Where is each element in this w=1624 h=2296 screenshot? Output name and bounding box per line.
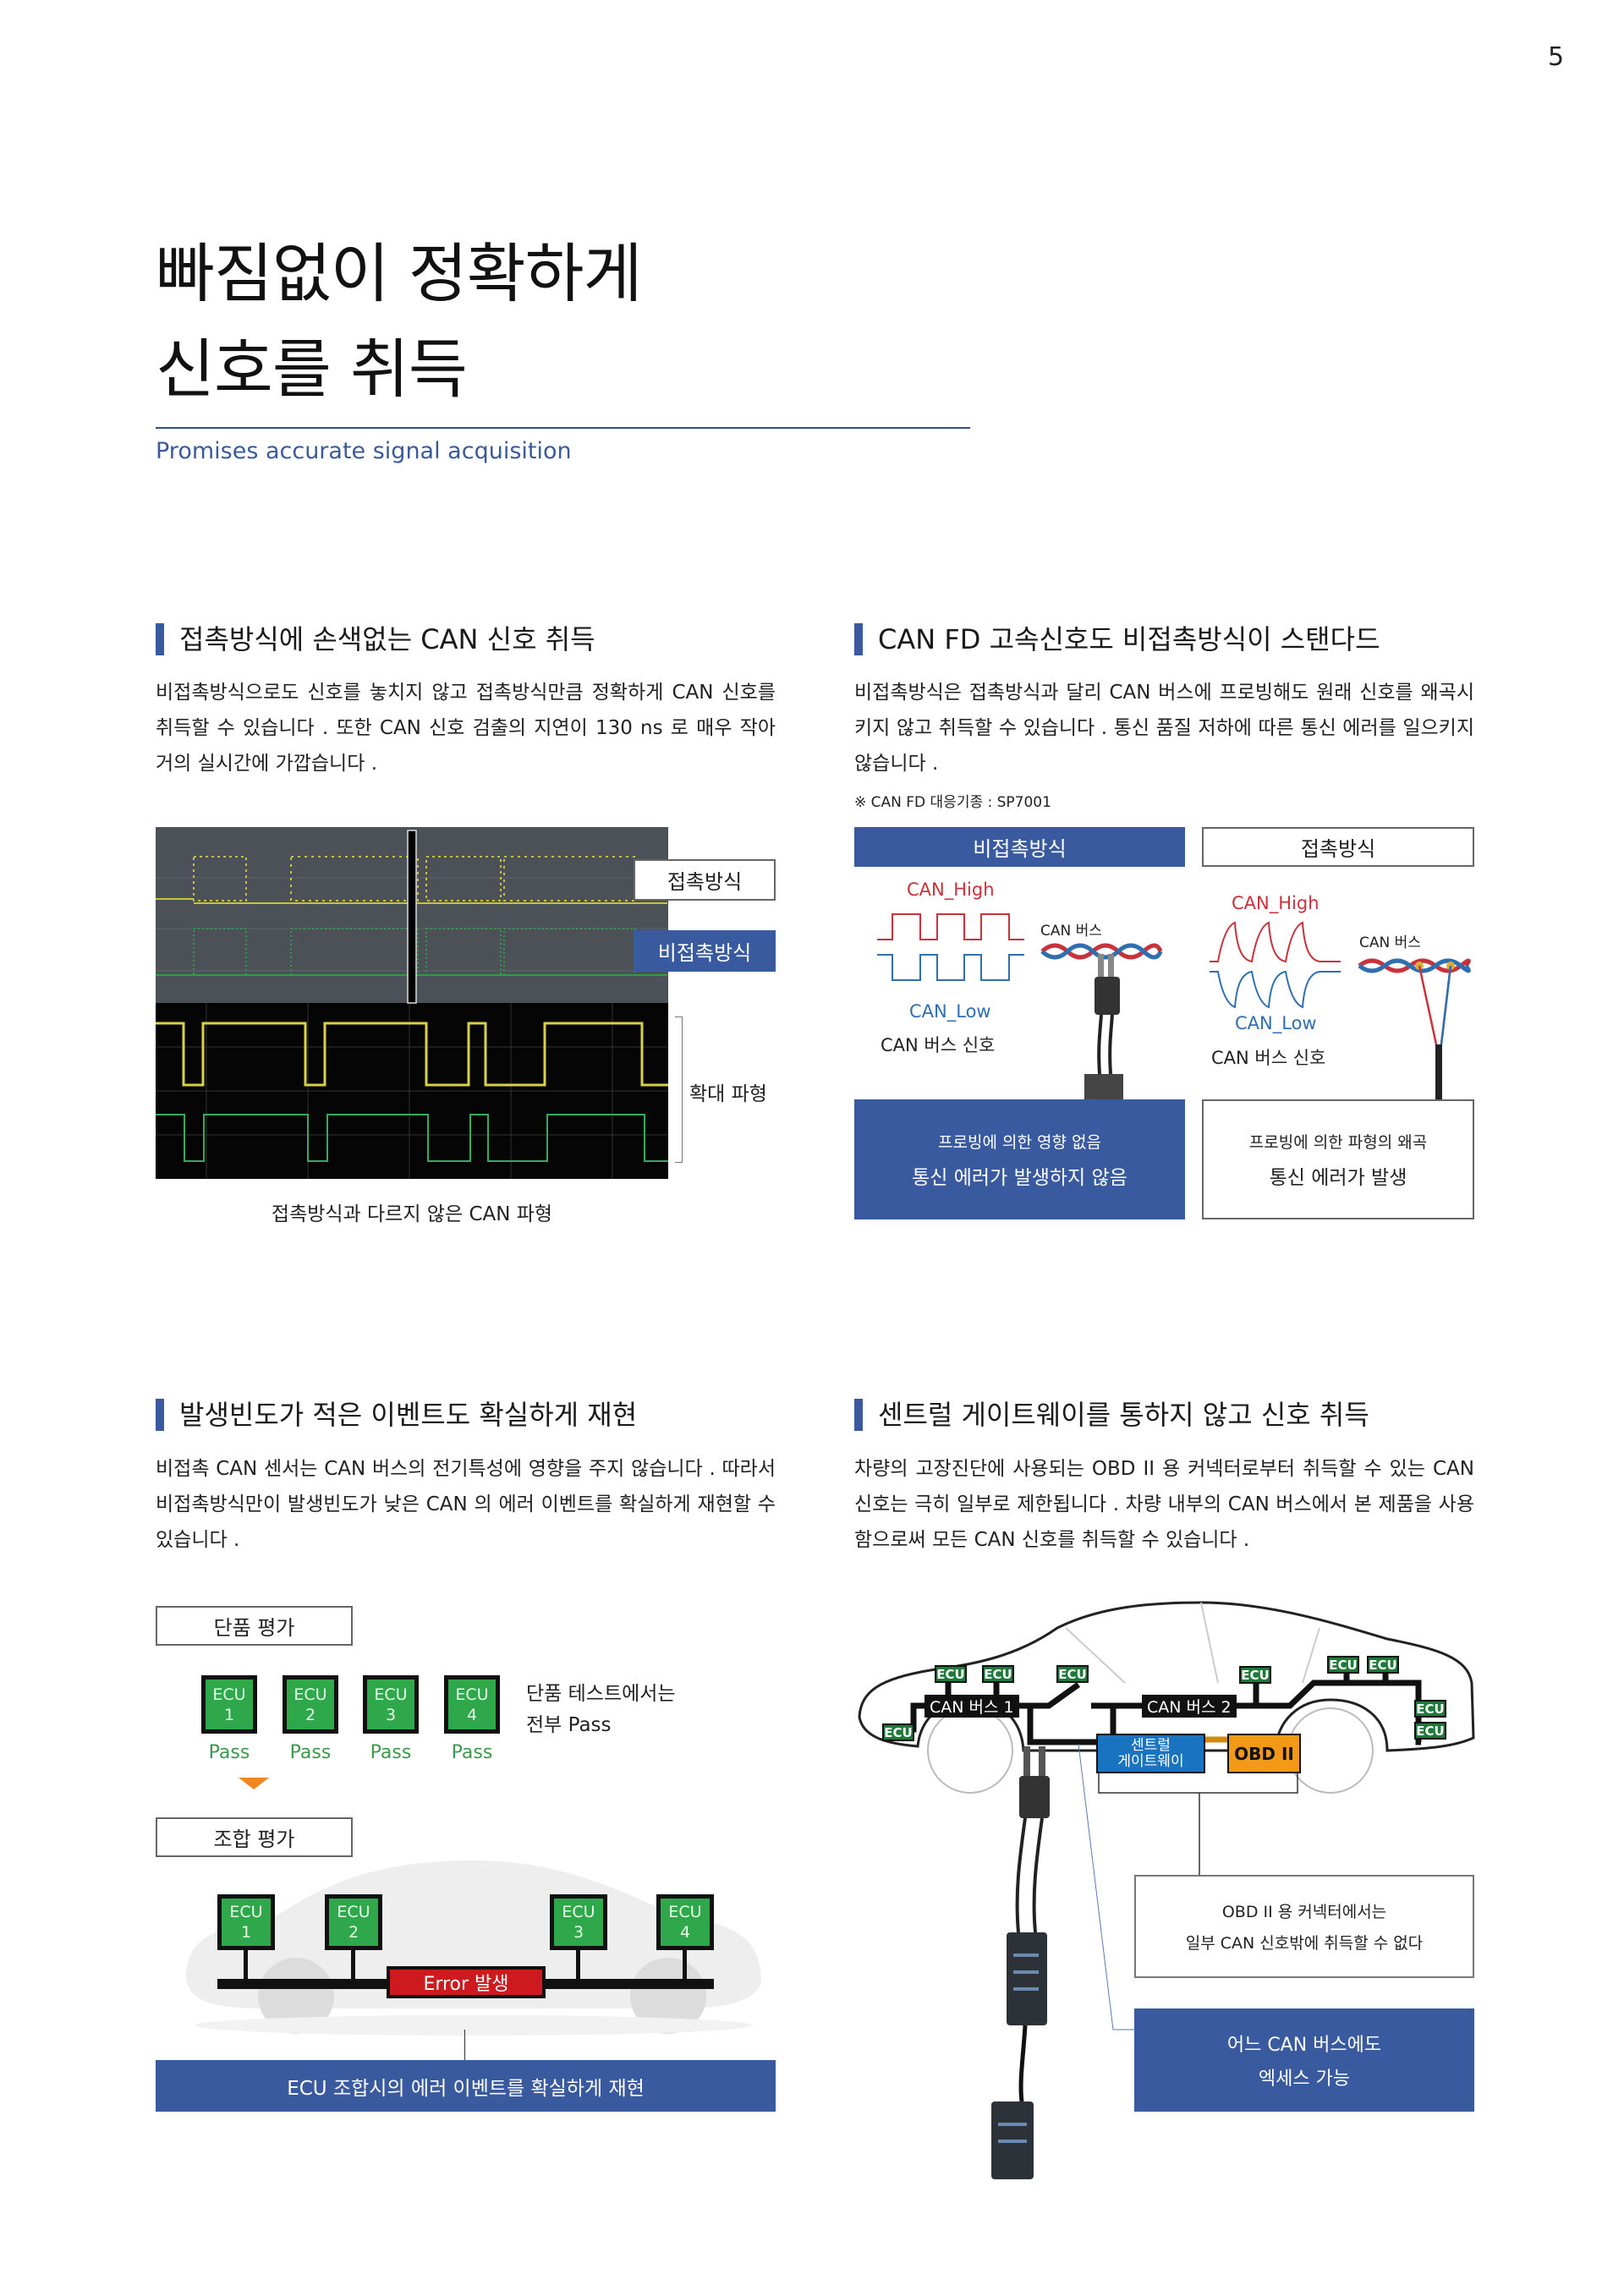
probing-comparison-diagram [877, 913, 1471, 1099]
contact-bus-label: CAN 버스 [1359, 934, 1421, 951]
label-zoomed-waveform: 확대 파형 [689, 1083, 767, 1105]
noncontact-result-box: 프로빙에 의한 영향 없음 통신 에러가 발생하지 않음 [854, 1099, 1185, 1219]
ecu-badge: ECU [1327, 1656, 1359, 1674]
page-subtitle: Promises accurate signal acquisition [156, 438, 572, 464]
noncontact-can-high-wave [877, 913, 1024, 940]
contact-header: 접촉방식 [1202, 827, 1474, 867]
ecu-badge: ECU [882, 1723, 914, 1741]
noncontact-twisted-pair [1040, 943, 1163, 960]
rare-event-banner: ECU 조합시의 에러 이벤트를 확실하게 재현 [156, 2060, 776, 2112]
noncontact-can-low-label: CAN_Low [909, 1001, 991, 1022]
pointer-line [464, 2030, 465, 2060]
obd-note-line1: OBD II 용 커넥터에서는 [1221, 1903, 1387, 1921]
ecu3-connector [576, 1949, 580, 1981]
ecu-badge: ECU [1414, 1722, 1446, 1740]
canfd-note: ※ CAN FD 대응기종 : SP7001 [854, 794, 1051, 811]
oscilloscope-caption: 접촉방식과 다르지 않은 CAN 파형 [271, 1203, 553, 1225]
noncontact-bus-signal-label: CAN 버스 신호 [881, 1035, 996, 1055]
unit-eval-label: 단품 평가 [156, 1606, 353, 1646]
contact-twisted-pair [1358, 958, 1471, 973]
ecu-badge: ECU [935, 1665, 967, 1683]
noncontact-header: 비접촉방식 [854, 827, 1185, 867]
noncontact-can-low-wave [877, 954, 1024, 981]
noncontact-probe [1084, 954, 1123, 1099]
obd2-box: OBD II [1227, 1734, 1301, 1773]
can-bus-2-label: CAN 버스 2 [1142, 1695, 1237, 1718]
section-body-canfd: 비접촉방식은 접촉방식과 달리 CAN 버스에 프로빙해도 원래 신호를 왜곡시… [854, 682, 1474, 775]
noncontact-bus-label: CAN 버스 [1040, 923, 1102, 940]
can-sensor-device [991, 1746, 1050, 2179]
error-badge: Error 발생 [387, 1966, 546, 1998]
section-body-rare-events: 비접촉 CAN 센서는 CAN 버스의 전기특성에 영향을 주지 않습니다 . … [156, 1458, 776, 1551]
obd-note-box: OBD II 용 커넥터에서는 일부 CAN 신호밖에 취득할 수 없다 [1134, 1875, 1474, 1978]
obd-note-line2: 일부 CAN 신호밖에 취득할 수 없다 [1185, 1934, 1424, 1953]
ecu-badge: ECU [982, 1665, 1014, 1683]
page-title-line1: 빠짐없이 정확하게 [156, 236, 643, 311]
contact-can-high-label: CAN_High [1232, 893, 1320, 913]
label-contact-method: 접촉방식 [634, 859, 776, 901]
contact-result-box: 프로빙에 의한 파형의 왜곡 통신 에러가 발생 [1202, 1099, 1474, 1219]
noncontact-can-high-label: CAN_High [907, 879, 995, 900]
unit-ecu-4-status: Pass [451, 1742, 493, 1763]
section-heading-gateway: 센트럴 게이트웨이를 통하지 않고 신호 취득 [854, 1399, 1369, 1431]
title-divider [156, 427, 970, 429]
down-arrow-icon [239, 1778, 269, 1789]
ecu4-connector [683, 1949, 687, 1981]
page-number: 5 [1548, 42, 1565, 72]
section-heading-canfd: CAN FD 고속신호도 비접촉방식이 스탠다드 [854, 623, 1380, 655]
label-noncontact-method: 비접촉방식 [634, 930, 776, 972]
ecu-badge: ECU [1414, 1700, 1446, 1718]
section-body-contact-quality: 비접촉방식으로도 신호를 놓치지 않고 접촉방식만큼 정확하게 CAN 신호를 … [156, 682, 776, 775]
section-heading-rare-events: 발생빈도가 적은 이벤트도 확실하게 재현 [156, 1399, 637, 1431]
ecu-badge: ECU [1239, 1666, 1271, 1684]
oscilloscope-screenshot [156, 827, 668, 1179]
ecu2-connector [351, 1949, 355, 1981]
contact-result-line1: 프로빙에 의한 파형의 왜곡 [1248, 1132, 1428, 1152]
contact-can-high-wave [1210, 921, 1341, 963]
access-any-bus-box: 어느 CAN 버스에도 엑세스 가능 [1134, 2008, 1474, 2112]
page-title-line2: 신호를 취득 [156, 332, 468, 407]
contact-can-low-wave [1210, 970, 1341, 1009]
noncontact-result-line1: 프로빙에 의한 영향 없음 [938, 1132, 1101, 1152]
ecu-badge: ECU [1056, 1665, 1089, 1683]
contact-bus-signal-label: CAN 버스 신호 [1211, 1048, 1326, 1068]
section-heading-contact-quality: 접촉방식에 손색없는 CAN 신호 취득 [156, 623, 595, 655]
contact-can-low-label: CAN_Low [1235, 1013, 1317, 1033]
section-body-gateway: 차량의 고장진단에 사용되는 OBD II 용 커넥터로부터 취득할 수 있는 … [854, 1458, 1474, 1551]
unit-ecu-2-status: Pass [289, 1742, 332, 1763]
access-line1: 어느 CAN 버스에도 [1226, 2035, 1382, 2056]
unit-ecu-1-status: Pass [208, 1742, 250, 1763]
zoom-bracket [675, 1016, 683, 1163]
access-line2: 엑세스 가능 [1258, 2069, 1351, 2090]
contact-result-line2: 통신 에러가 발생 [1269, 1166, 1407, 1189]
combo-eval-label: 조합 평가 [156, 1817, 353, 1857]
ecu-badge: ECU [1367, 1656, 1399, 1674]
can-bus-1-label: CAN 버스 1 [924, 1695, 1019, 1718]
noncontact-result-line2: 통신 에러가 발생하지 않음 [912, 1166, 1127, 1189]
unit-ecu-3-status: Pass [370, 1742, 412, 1763]
ecu1-connector [244, 1949, 248, 1981]
